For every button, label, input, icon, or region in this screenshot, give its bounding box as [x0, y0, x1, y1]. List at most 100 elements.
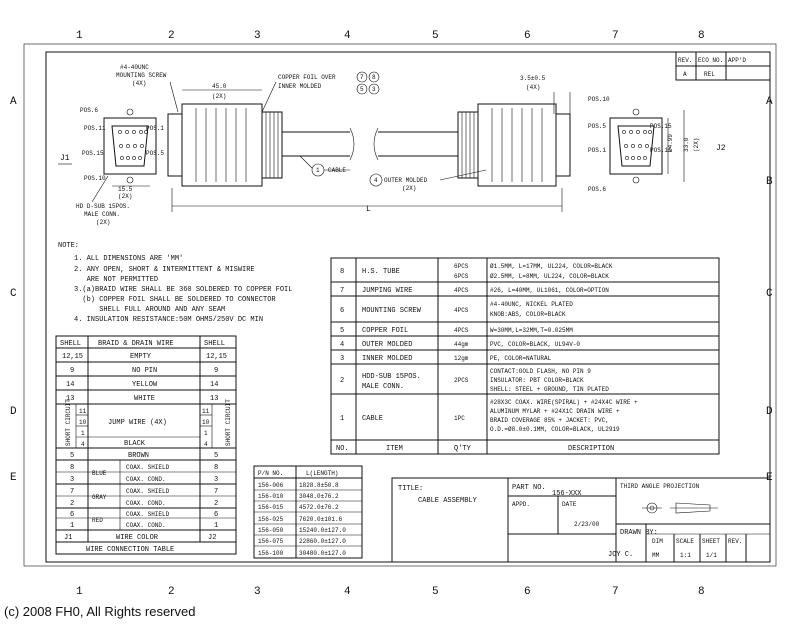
bom-qty-8a: 6PCS — [454, 263, 469, 270]
wt-p1: 1 — [70, 522, 74, 530]
bom-header-no: NO. — [336, 445, 349, 453]
wt-brown-r: 5 — [214, 452, 218, 460]
part-value: 156-XXX — [552, 490, 582, 498]
bom-qty-3: 12gm — [454, 355, 469, 362]
pos15-right: POS.15 — [650, 123, 672, 130]
wt-coax-shield-3: COAX. SHIELD — [126, 511, 170, 518]
bom-qty-1: 1PC — [454, 415, 465, 422]
bom-no-3: 3 — [340, 355, 344, 363]
bom-header-item: ITEM — [386, 445, 403, 453]
pn-row-5-len: 15240.0±127.0 — [299, 527, 346, 534]
wt-s4: 4 — [81, 441, 85, 448]
wt-r1-l: 12,15 — [62, 353, 83, 361]
zone-bottom-8: 8 — [698, 586, 705, 598]
appd-label: APPD. — [512, 501, 530, 508]
wt-h-braid: BRAID & DRAIN WIRE — [98, 340, 174, 348]
part-label: PART NO. — [512, 484, 546, 492]
bom-item-2a: HDD-SUB 15POS. — [362, 373, 421, 381]
bom-desc-4: PVC, COLOR=BLACK, UL94V-0 — [490, 341, 580, 348]
wt-p6r: 6 — [214, 511, 218, 519]
screw-callout-3: (4X) — [132, 80, 146, 87]
zone-right-a: A — [766, 96, 773, 108]
wt-brown: BROWN — [128, 452, 149, 460]
note-line-4: 3.(a)BRAID WIRE SHALL BE 360 SOLDERED TO… — [74, 286, 292, 294]
right-molded-body — [477, 103, 557, 187]
pn-row-6-len: 22860.0±127.0 — [299, 538, 346, 545]
bom-desc-1a: #28X3C COAX. WIRE(SPIRAL) + #24X4C WIRE … — [490, 399, 638, 406]
wt-red: RED — [92, 517, 103, 524]
left-strain-relief — [261, 111, 283, 179]
bom-item-7: JUMPING WIRE — [362, 287, 412, 295]
wt-r2-l: 9 — [70, 367, 74, 375]
bom-desc-1b: ALUMINUM MYLAR + #24X1C DRAIN WIRE + — [490, 408, 620, 415]
callout-3: 3 — [372, 86, 376, 93]
wt-s11: 11 — [79, 408, 87, 415]
zone-left-a: A — [10, 96, 17, 108]
eco-header: ECO NO. — [698, 57, 723, 64]
callout-8: 8 — [372, 74, 376, 81]
pn-row-3-len: 4572.0±76.2 — [299, 504, 339, 511]
right-connector-face — [609, 108, 663, 184]
zone-top-6: 6 — [524, 30, 531, 42]
pn-header-length: L(LENGTH) — [306, 470, 338, 477]
wt-jump: JUMP WIRE (4X) — [108, 419, 167, 427]
dim-33: 33.0 — [683, 137, 690, 152]
pos11-right: POS.11 — [650, 147, 672, 154]
wt-black: BLACK — [124, 440, 146, 448]
pn-row-6-pn: 156-075 — [258, 538, 284, 545]
pos6-right: POS.6 — [588, 186, 606, 193]
bom-qty-2: 2PCS — [454, 377, 469, 384]
copper-foil-label: COPPER FOIL OVER — [278, 74, 336, 81]
rev-label: REV. — [728, 538, 742, 545]
dim-45: 45.0 — [212, 83, 227, 90]
scale-label: SCALE — [676, 538, 694, 545]
dim-24-99: 24.99 — [667, 134, 674, 152]
zone-bottom-3: 3 — [254, 586, 261, 598]
pn-header-pn: P/N NO. — [258, 470, 283, 477]
pos5-left: POS.5 — [146, 150, 164, 157]
wt-r4-r: 13 — [210, 395, 218, 403]
dim-45-2x: (2X) — [212, 93, 226, 100]
wt-blue: BLUE — [92, 470, 107, 477]
bom-item-3: INNER MOLDED — [362, 355, 412, 363]
bom-desc-1d: O.D.=Ø8.0±0.1MM, COLOR=BLACK, UL2919 — [490, 426, 620, 433]
wt-h-shell-l: SHELL — [60, 340, 81, 348]
bom-table: 8 H.S. TUBE 6PCS 6PCS Ø1.5MM, L=17MM, UL… — [330, 257, 720, 455]
bom-qty-4: 44gm — [454, 341, 469, 348]
left-connector-face — [103, 108, 157, 184]
bom-desc-6b: KNOB:ABS, COLOR=BLACK — [490, 311, 566, 318]
rev-header: REV. — [678, 57, 692, 64]
note-line-2: 2. ANY OPEN, SHORT & INTERMITTENT & MISW… — [74, 266, 255, 274]
dim-3-5: 3.5±0.5 — [520, 75, 546, 82]
pos1-right: POS.1 — [588, 147, 606, 154]
wt-coax-cond-3: COAX. COND. — [126, 522, 166, 529]
wt-r2-r: 9 — [214, 367, 218, 375]
wt-r3-r: 14 — [210, 381, 218, 389]
bom-no-1: 1 — [340, 415, 344, 423]
bom-desc-6a: #4-40UNC, NICKEL PLATED — [490, 301, 573, 308]
wt-s1r: 1 — [204, 430, 208, 437]
zone-right-d: D — [766, 406, 773, 418]
zone-top-1: 1 — [76, 30, 83, 42]
note-line-5: (b) COPPER FOIL SHALL BE SOLDERED TO CON… — [74, 296, 276, 304]
wt-p2r: 2 — [214, 500, 218, 508]
inner-molded-label: INNER MOLDED — [278, 83, 322, 90]
zone-right-b: B — [766, 176, 773, 188]
note-line-7: 4. INSULATION RESISTANCE:50M OHMS/250V D… — [74, 316, 263, 324]
copyright-text: (c) 2008 FH0, All Rights reserved — [4, 604, 195, 619]
pn-row-4-pn: 156-025 — [258, 516, 284, 523]
wt-brown-l: 5 — [70, 452, 74, 460]
zone-bottom-4: 4 — [344, 586, 351, 598]
bom-item-4: OUTER MOLDED — [362, 341, 412, 349]
bom-no-7: 7 — [340, 287, 344, 295]
outer-frame — [23, 43, 777, 567]
drawn-label: DRAWN BY: — [620, 529, 658, 537]
note-line-6: SHELL FULL AROUND AND ANY SEAM — [74, 306, 225, 314]
wt-s11r: 11 — [202, 408, 210, 415]
wt-p3: 3 — [70, 476, 74, 484]
zone-top-5: 5 — [432, 30, 439, 42]
bom-header-qty: Q'TY — [454, 445, 472, 453]
outer-callout-2x: (2X) — [402, 185, 416, 192]
pos6-left: POS.6 — [80, 107, 98, 114]
wt-coax-cond-1: COAX. COND. — [126, 476, 166, 483]
